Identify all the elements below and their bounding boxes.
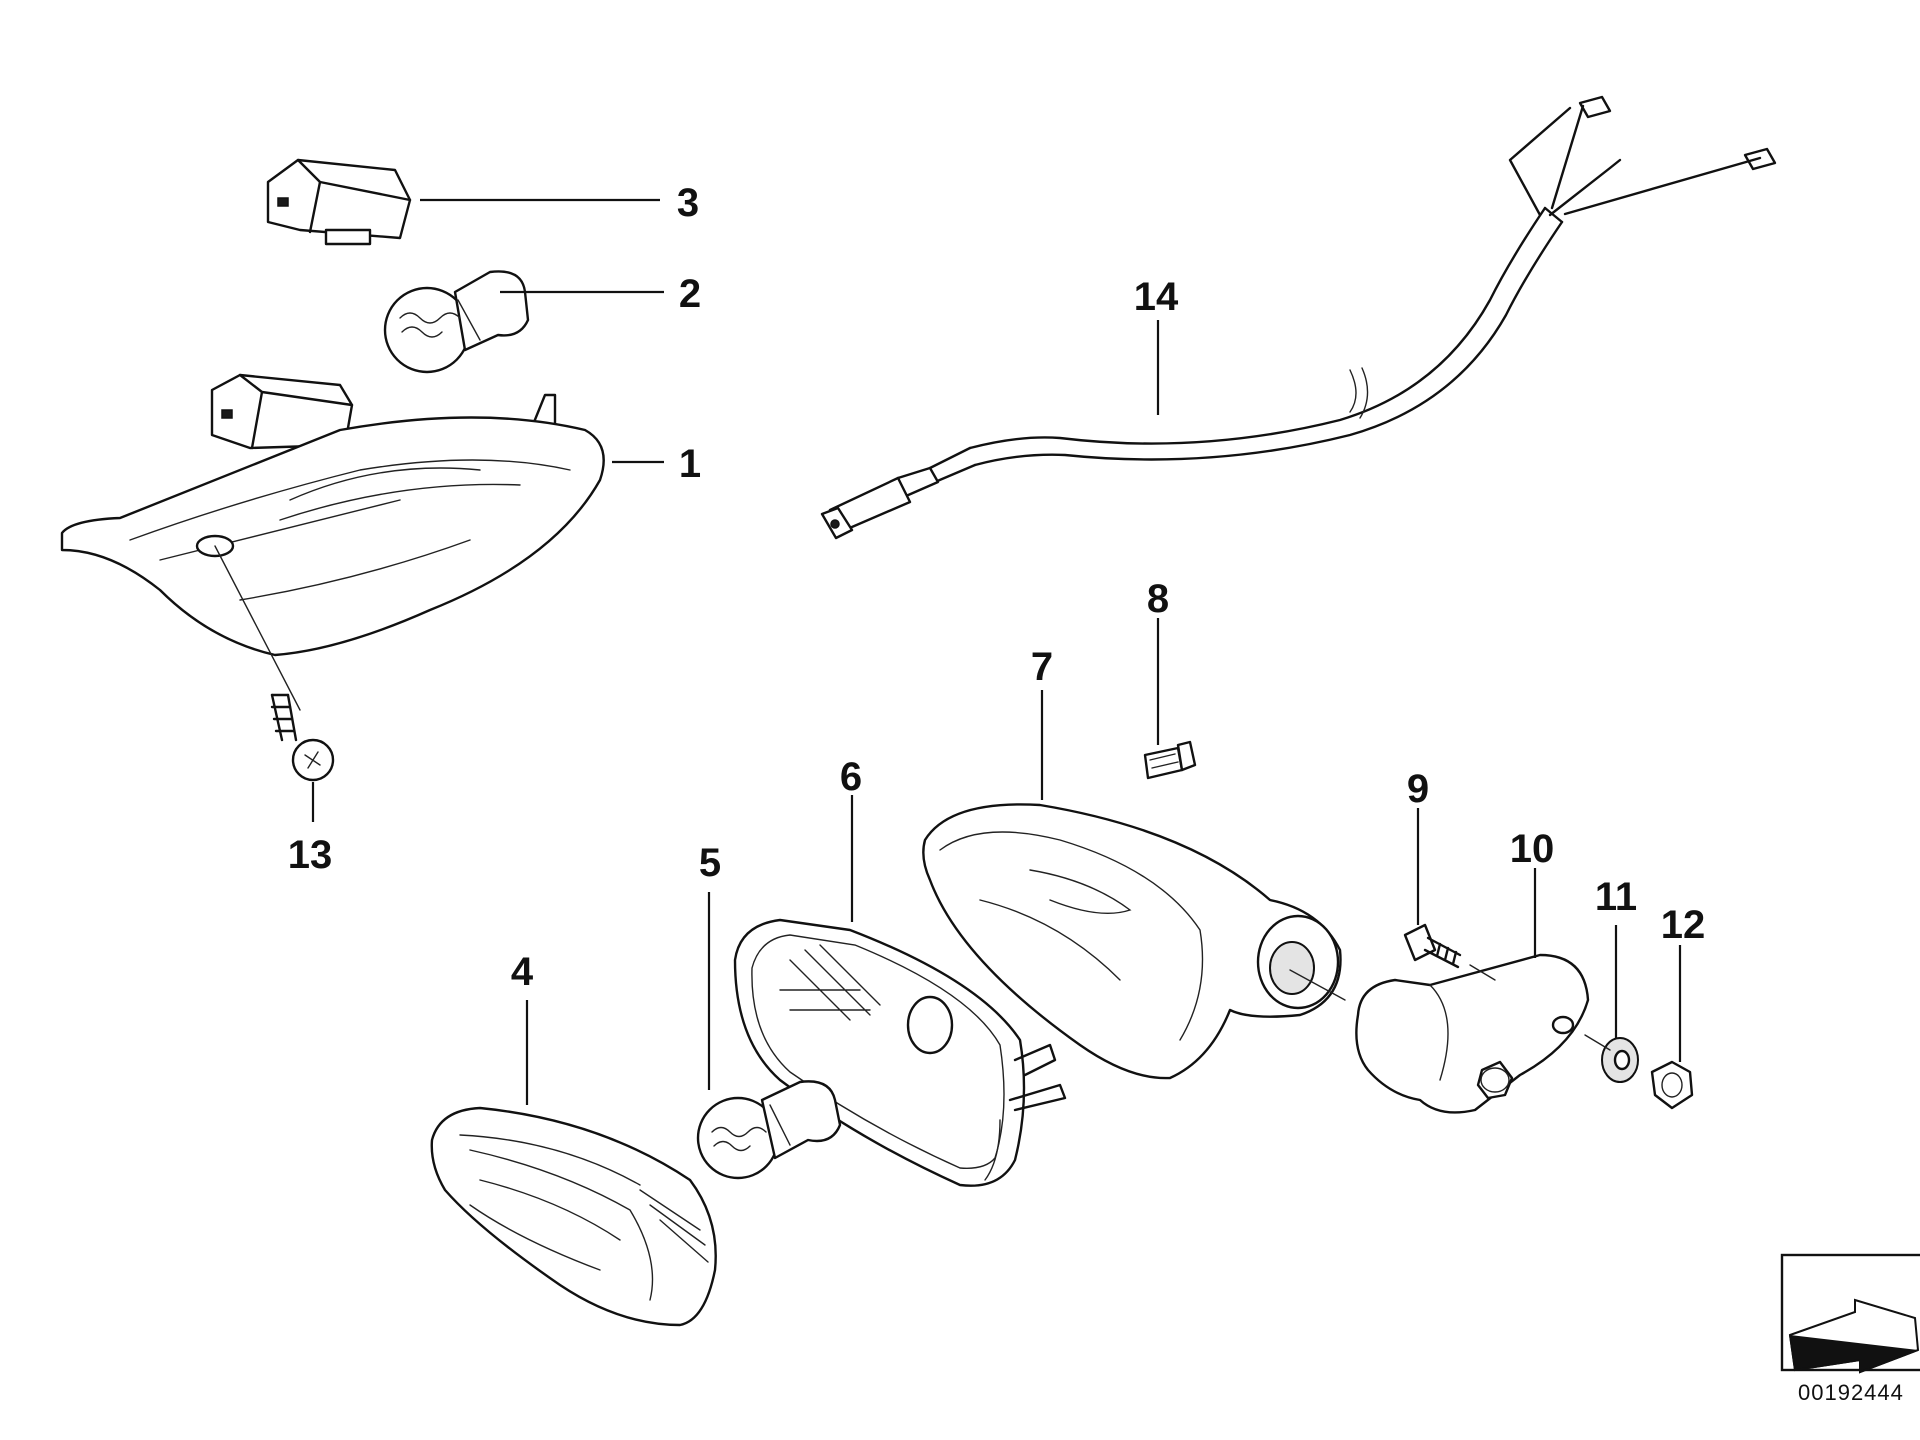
part-7-housing — [922, 803, 1346, 1080]
callout-5: 5 — [699, 841, 721, 885]
part-10-bracket — [1355, 953, 1590, 1114]
callout-2: 2 — [679, 272, 701, 316]
callout-12: 12 — [1661, 903, 1706, 947]
arrow-icon — [1780, 1253, 1920, 1374]
part-9-bolt — [1403, 923, 1462, 969]
part-1-indicator-housing — [60, 373, 605, 711]
callout-1: 1 — [679, 442, 701, 486]
callout-4: 4 — [511, 950, 534, 994]
callout-11: 11 — [1595, 875, 1637, 919]
part-8-screw — [1143, 740, 1197, 780]
part-14-wiring-harness — [820, 95, 1777, 540]
callout-9: 9 — [1407, 767, 1429, 811]
part-2-bulb — [383, 270, 530, 374]
part-6-reflector — [733, 918, 1067, 1187]
callout-10: 10 — [1510, 827, 1555, 871]
callout-numbers: 1 2 3 4 5 6 7 8 9 10 11 12 13 14 — [288, 181, 1706, 994]
callout-6: 6 — [840, 755, 862, 799]
leader-lines — [311, 198, 1682, 1105]
part-3-socket — [266, 158, 412, 246]
part-12-nut — [1584, 1034, 1694, 1110]
reference-number: 00192444 — [1798, 1380, 1904, 1405]
callout-14: 14 — [1134, 275, 1179, 319]
part-11-washer — [1601, 1037, 1639, 1083]
callout-13: 13 — [288, 833, 333, 877]
callout-7: 7 — [1031, 645, 1053, 689]
part-13-screw — [270, 693, 335, 782]
part-5-bulb — [696, 1080, 842, 1180]
callout-8: 8 — [1147, 577, 1169, 621]
callout-3: 3 — [677, 181, 699, 225]
part-4-lens — [430, 1106, 717, 1327]
